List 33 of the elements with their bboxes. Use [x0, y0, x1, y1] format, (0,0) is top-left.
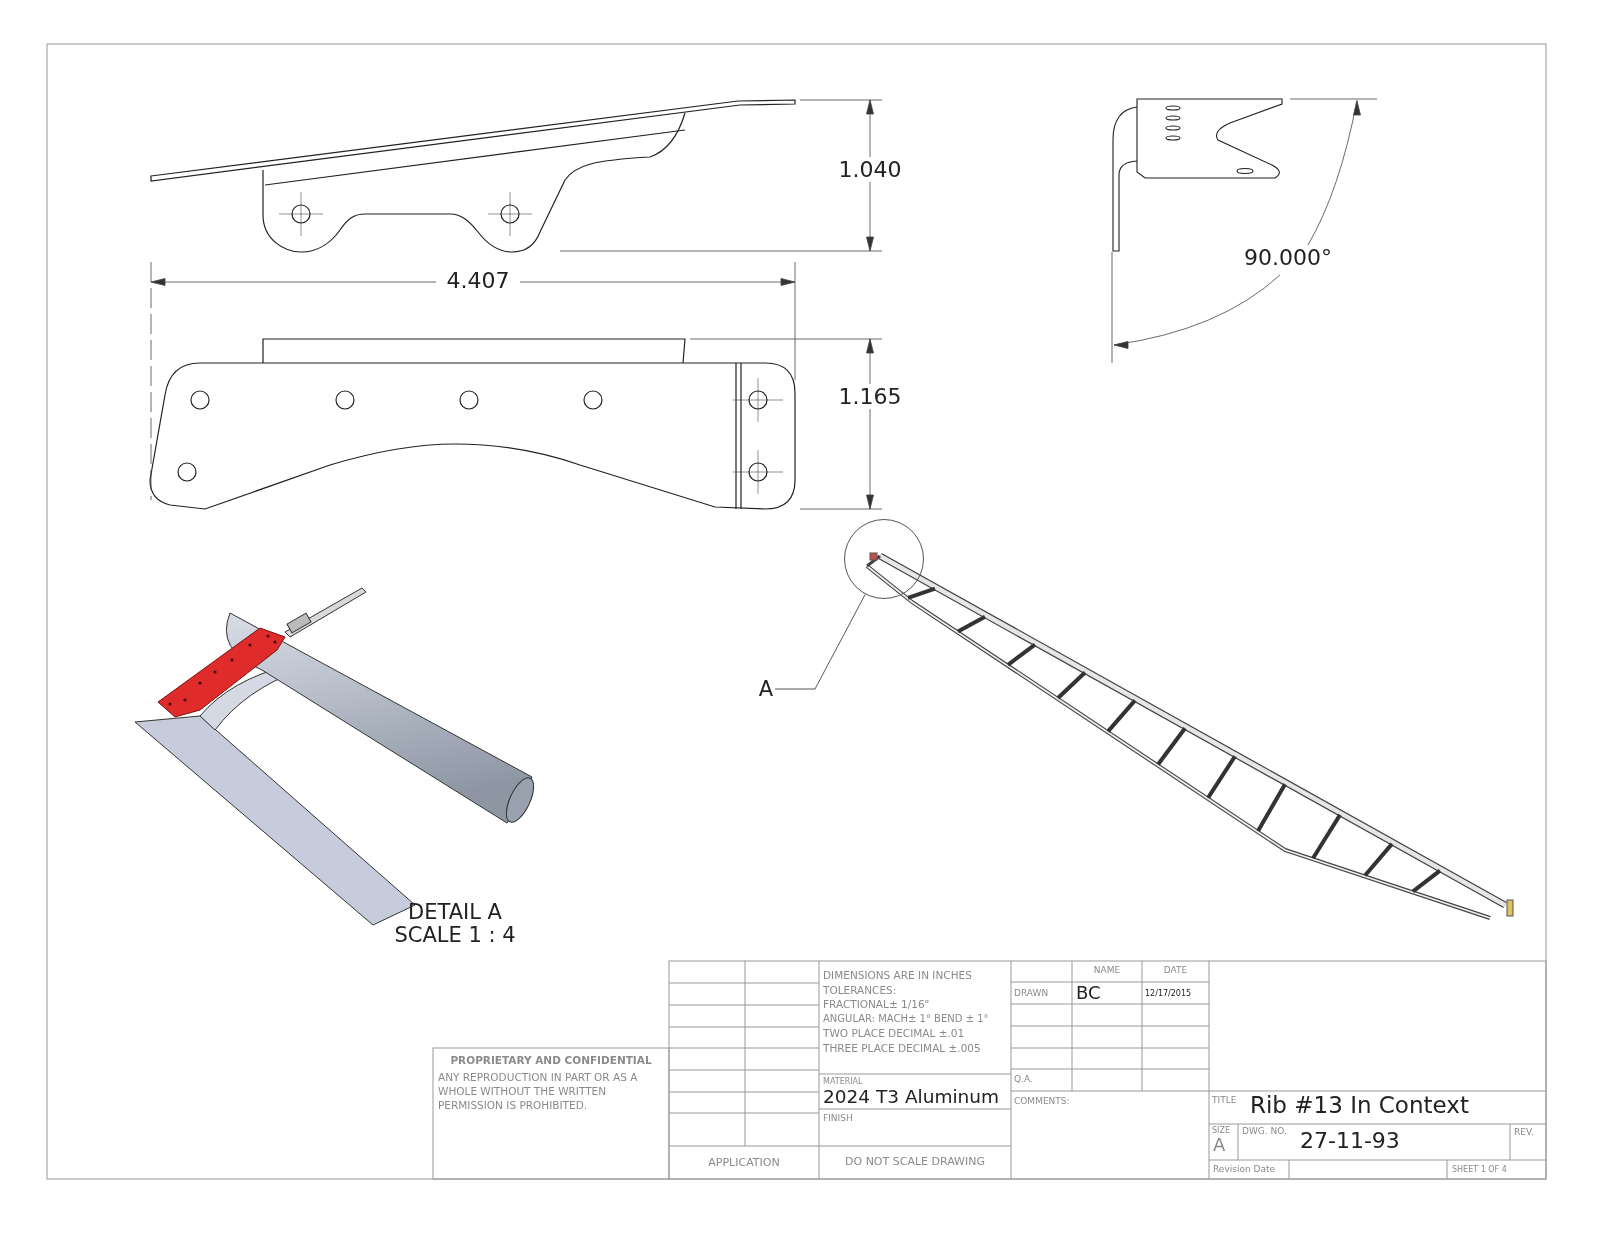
field-label: FINISH	[823, 1113, 854, 1124]
date-value: 12/17/2015	[1145, 989, 1193, 999]
leader-line	[774, 593, 866, 690]
detail-title: DETAIL A	[407, 900, 503, 925]
drawing-title: Rib #13 In Context	[1250, 1092, 1470, 1119]
field-label: COMMENTS:	[1014, 1096, 1071, 1107]
note-text: DIMENSIONS ARE IN INCHES	[823, 969, 973, 982]
note-text: THREE PLACE DECIMAL ±.005	[823, 1041, 982, 1054]
field-label: MATERIAL	[823, 1077, 864, 1087]
note-text: TWO PLACE DECIMAL ±.01	[823, 1027, 966, 1040]
field-label: REV.	[1514, 1127, 1535, 1138]
column-header: DATE	[1162, 965, 1189, 976]
row-label: Q.A.	[1014, 1074, 1034, 1085]
material-value: 2024 T3 Aluminum	[823, 1086, 1001, 1108]
detail-callout-letter: A	[757, 677, 775, 701]
field-label: DWG. NO.	[1242, 1126, 1288, 1137]
size-value: A	[1213, 1135, 1227, 1156]
row-label: DRAWN	[1014, 988, 1050, 999]
field-label: Revision Date	[1213, 1164, 1276, 1175]
notice-heading: PROPRIETARY AND CONFIDENTIAL	[449, 1054, 653, 1067]
notice-text: DO NOT SCALE DRAWING	[844, 1156, 986, 1169]
note-text: ANGULAR: MACH± 1° BEND ± 1°	[823, 1012, 990, 1024]
column-header: NAME	[1092, 965, 1122, 976]
detail-scale: SCALE 1 : 4	[393, 923, 517, 948]
field-label: TITLE	[1212, 1095, 1238, 1106]
field-label: SIZE	[1212, 1126, 1231, 1136]
sheet-number: SHEET 1 OF 4	[1452, 1165, 1508, 1175]
name-value: BC	[1076, 983, 1102, 1004]
note-text: FRACTIONAL± 1/16"	[823, 998, 931, 1011]
drawing-number: 27-11-93	[1300, 1128, 1401, 1154]
field-label: APPLICATION	[707, 1157, 781, 1170]
notice-text: ANY REPRODUCTION IN PART OR AS A WHOLE WITHOUT THE WRITTEN PERMISSION IS PROHIBITED.	[438, 1070, 639, 1113]
note-text: TOLERANCES:	[823, 983, 898, 996]
